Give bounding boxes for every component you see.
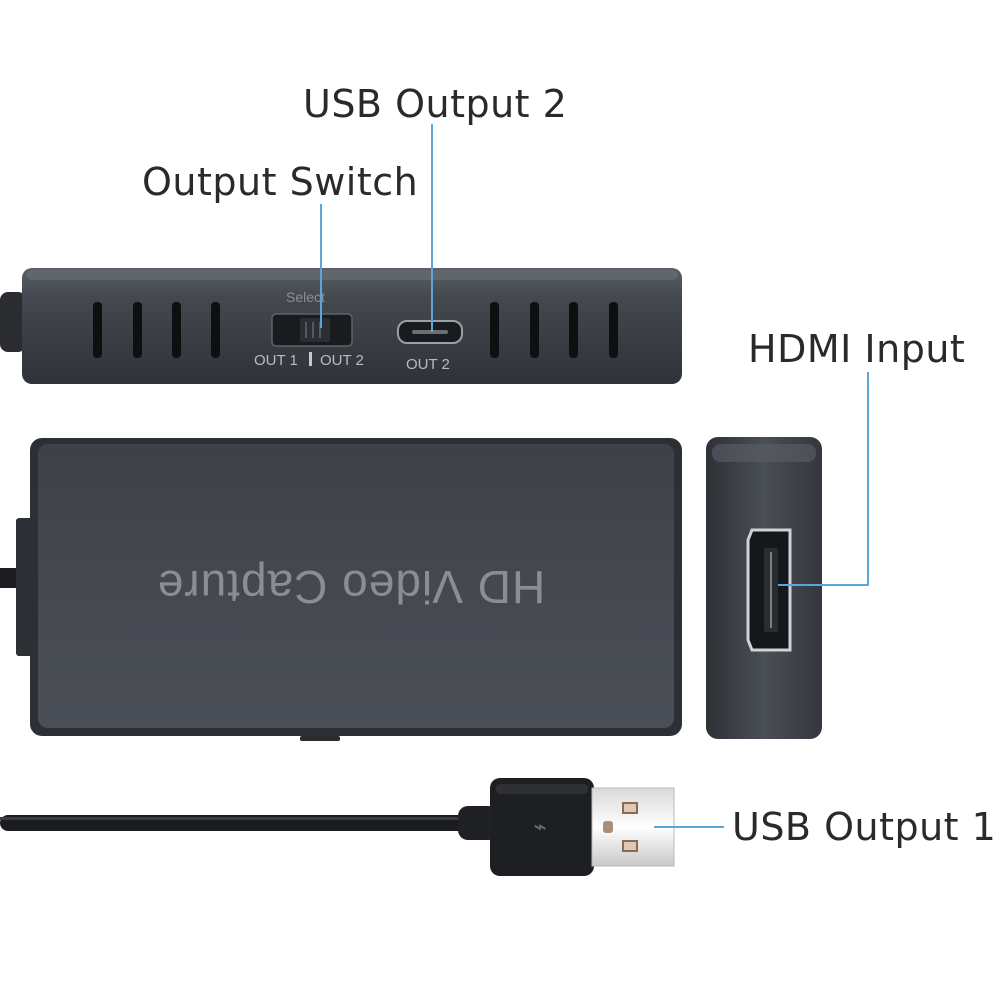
usb-cable: ⌁ xyxy=(0,778,675,876)
output-switch-label: Output Switch xyxy=(142,160,419,204)
usb-output-1-label: USB Output 1 xyxy=(732,805,997,849)
hdmi-input-label: HDMI Input xyxy=(748,327,966,371)
select-print: Select xyxy=(286,289,325,305)
device-side-view xyxy=(0,268,682,384)
output-switch-callout-line xyxy=(320,204,322,328)
out2-port-print: OUT 2 xyxy=(406,356,450,373)
svg-text:⌁: ⌁ xyxy=(533,815,546,840)
brand-print: HD Video Capture xyxy=(156,561,546,613)
usb-output-2-label: USB Output 2 xyxy=(303,82,568,126)
usb-output-2-callout-line xyxy=(431,124,433,332)
out2-switch-print: OUT 2 xyxy=(320,352,364,369)
out1-print: OUT 1 xyxy=(254,352,298,369)
hdmi-input-callout-line-h xyxy=(778,584,869,586)
usb-output-1-callout-line xyxy=(654,826,724,828)
hdmi-input-callout-line-v xyxy=(867,372,869,586)
device-top-view xyxy=(0,438,682,741)
device-hdmi-end-view xyxy=(706,437,822,739)
